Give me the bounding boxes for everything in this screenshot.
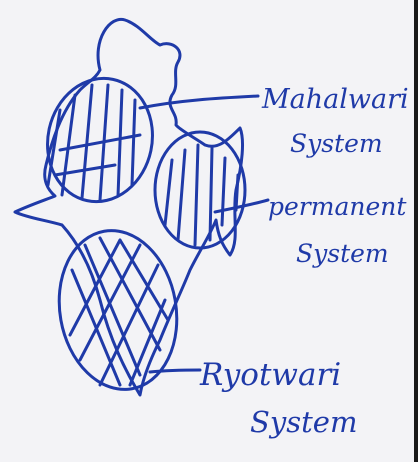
permanent-label: permanent	[268, 192, 407, 221]
map-outline	[15, 19, 243, 395]
mahalwari-system-label: System	[290, 129, 383, 158]
ryotwari-label: Ryotwari	[199, 357, 341, 393]
page-edge	[414, 0, 418, 462]
ryotwari-leader	[150, 370, 200, 372]
mahalwari-label: Mahalwari	[261, 84, 409, 115]
permanent-system-label: System	[296, 239, 389, 268]
ryotwari-system-label: System	[250, 405, 357, 439]
permanent-hatching	[165, 145, 238, 245]
mahalwari-leader	[140, 96, 258, 108]
